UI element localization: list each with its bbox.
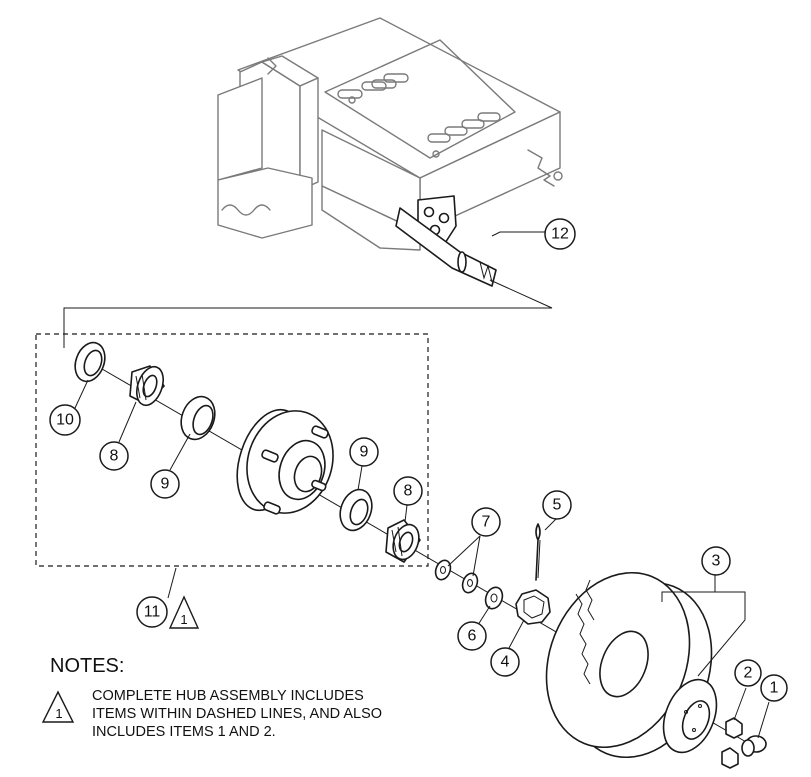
lug-cap-parts bbox=[741, 735, 767, 757]
washer-parts bbox=[434, 559, 479, 594]
svg-text:1: 1 bbox=[180, 612, 187, 627]
outer-bearing-part bbox=[385, 519, 421, 563]
svg-text:6: 6 bbox=[468, 628, 477, 645]
spindle-washer-part bbox=[484, 586, 504, 610]
svg-text:5: 5 bbox=[553, 497, 562, 514]
svg-text:9: 9 bbox=[360, 444, 369, 461]
callout-11: 11 bbox=[136, 596, 168, 628]
svg-text:4: 4 bbox=[501, 654, 510, 671]
hub-part bbox=[236, 408, 334, 515]
svg-text:12: 12 bbox=[551, 226, 569, 243]
svg-text:1: 1 bbox=[55, 706, 62, 721]
outer-bearing-cup-part bbox=[339, 488, 373, 532]
lug-nut-parts bbox=[721, 717, 743, 769]
svg-text:10: 10 bbox=[56, 412, 74, 429]
note-line-1: COMPLETE HUB ASSEMBLY INCLUDES bbox=[92, 688, 364, 704]
svg-text:3: 3 bbox=[712, 553, 721, 570]
callout-10: 10 bbox=[49, 404, 81, 436]
grease-seal-part bbox=[74, 341, 106, 383]
hub-assembly-boundary bbox=[35, 333, 429, 567]
callout-12: 12 bbox=[544, 218, 576, 250]
svg-text:8: 8 bbox=[404, 483, 413, 500]
callout-5: 5 bbox=[542, 490, 572, 520]
note-line-2: ITEMS WITHIN DASHED LINES, AND ALSO bbox=[92, 706, 383, 722]
callout-8-outer: 8 bbox=[393, 476, 423, 506]
callout-9-inner: 9 bbox=[150, 469, 180, 499]
svg-text:1: 1 bbox=[770, 680, 779, 697]
svg-text:2: 2 bbox=[744, 665, 753, 682]
leader-lines bbox=[74, 231, 770, 739]
notes-title: NOTES: bbox=[50, 655, 125, 677]
cotter-pin-part bbox=[535, 523, 541, 581]
callout-9-outer: 9 bbox=[349, 437, 379, 467]
callout-6: 6 bbox=[457, 621, 487, 651]
callout-8-inner: 8 bbox=[99, 441, 129, 471]
note-line-3: INCLUDES ITEMS 1 AND 2. bbox=[92, 724, 276, 740]
tire-and-wheel-part bbox=[545, 571, 718, 759]
callout-4: 4 bbox=[490, 647, 520, 677]
callout-3: 3 bbox=[701, 546, 731, 576]
callout-1: 1 bbox=[760, 674, 788, 702]
callout-7: 7 bbox=[471, 507, 501, 537]
callout-2: 2 bbox=[734, 659, 762, 687]
inner-bearing-part bbox=[129, 365, 165, 407]
svg-text:9: 9 bbox=[161, 476, 170, 493]
castle-nut-part bbox=[515, 589, 551, 625]
trailer-frame bbox=[217, 17, 563, 287]
note-triangle-icon: 1 bbox=[41, 690, 75, 723]
svg-text:8: 8 bbox=[110, 448, 119, 465]
svg-text:11: 11 bbox=[144, 604, 161, 621]
svg-text:7: 7 bbox=[482, 514, 491, 531]
callout-11-note-triangle: 1 bbox=[168, 595, 200, 629]
inner-bearing-cup-part bbox=[180, 395, 216, 441]
axle-center-line bbox=[63, 279, 553, 348]
